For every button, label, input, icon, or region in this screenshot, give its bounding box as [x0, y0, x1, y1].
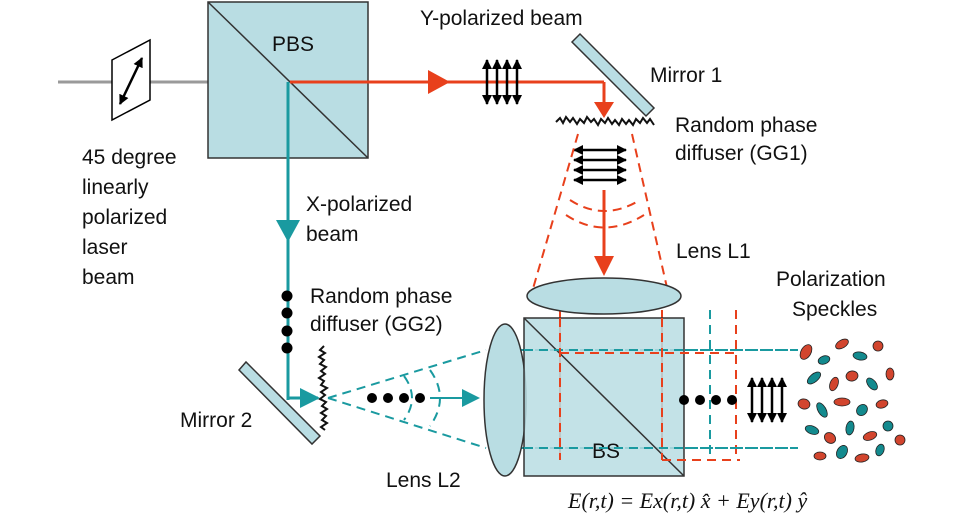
output-dots	[679, 395, 737, 405]
mirror-1	[570, 32, 656, 118]
laser-label-line3: polarized	[82, 206, 167, 229]
speckle-blob	[852, 351, 868, 361]
laser-label-line5: beam	[82, 266, 135, 289]
y-polarization-arrows	[482, 59, 522, 105]
speckle-blob	[823, 432, 837, 444]
field-equation: E(r,t) = Ex(r,t) x̂ + Ey(r,t) ŷ	[567, 488, 807, 513]
bs-label: BS	[592, 440, 620, 463]
gg1-label-line1: Random phase	[675, 114, 817, 137]
x-beam-label-line1: X-polarized	[306, 193, 412, 216]
beam-splitter-cube: BS	[523, 317, 685, 477]
gg2-dots	[367, 393, 425, 403]
x-polarization-arrows-after-gg1	[573, 145, 627, 185]
laser-label-line1: 45 degree	[82, 146, 177, 169]
lens-l2	[483, 323, 527, 477]
speckle-blob	[829, 376, 839, 392]
speckle-blob	[875, 399, 889, 409]
speckle-blob	[875, 443, 885, 457]
speckle-blob	[833, 397, 851, 407]
speckles-label-line1: Polarization	[776, 268, 886, 291]
combined-beam-lines	[524, 318, 798, 461]
speckle-blob	[804, 425, 820, 435]
l2-arrowhead	[462, 389, 480, 407]
speckle-blob	[894, 434, 906, 446]
y-beam-label: Y-polarized beam	[420, 7, 583, 30]
speckle-blob	[835, 338, 849, 350]
speckle-blob	[797, 398, 811, 410]
lens-l2-label: Lens L2	[386, 469, 461, 492]
lens-l1	[526, 277, 682, 315]
x-polarization-dots	[281, 290, 293, 354]
speckle-blob	[866, 377, 878, 391]
diffuser-gg2	[317, 345, 329, 431]
speckle-blob	[799, 344, 813, 360]
polarization-speckles	[797, 338, 906, 463]
y-polarized-beam-path	[290, 70, 614, 276]
speckle-blob	[816, 402, 828, 418]
speckles-label-line2: Speckles	[792, 298, 877, 321]
lens-l1-label: Lens L1	[676, 240, 751, 263]
speckle-blob	[856, 403, 868, 417]
speckle-blob	[845, 420, 855, 436]
speckle-blob	[806, 371, 822, 385]
mirror-2	[237, 360, 322, 446]
gg1-label-line2: diffuser (GG1)	[675, 142, 808, 165]
speckle-blob	[872, 340, 884, 352]
speckle-blob	[817, 355, 831, 365]
output-polarization-arrows	[747, 377, 787, 423]
speckle-blob	[862, 431, 878, 441]
gg2-label-line2: diffuser (GG2)	[310, 313, 443, 336]
speckle-blob	[885, 367, 895, 381]
polarizer-45-degree	[111, 38, 151, 122]
speckle-blob	[813, 451, 827, 461]
pbs-label: PBS	[272, 33, 314, 56]
mirror2-label: Mirror 2	[180, 409, 252, 432]
diffuser-gg1	[555, 115, 655, 127]
speckle-blob	[845, 370, 859, 382]
x-beam-label-line2: beam	[306, 223, 359, 246]
speckle-blob	[836, 445, 848, 459]
gg2-label-line1: Random phase	[310, 285, 452, 308]
speckle-blob	[854, 453, 870, 463]
speckle-blob	[882, 420, 894, 432]
laser-label-line2: linearly	[82, 176, 149, 199]
mirror1-label: Mirror 1	[650, 64, 722, 87]
laser-label-line4: laser	[82, 236, 128, 259]
